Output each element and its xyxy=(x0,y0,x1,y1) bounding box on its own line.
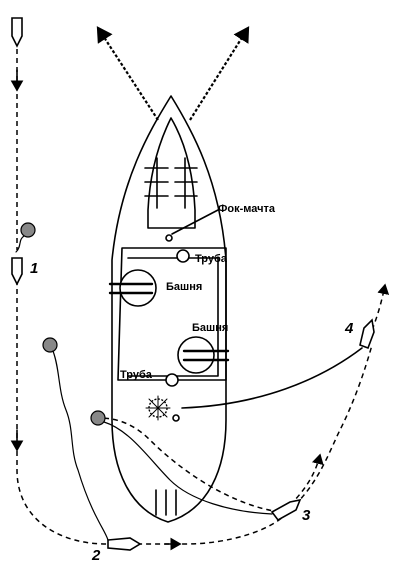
boat-course xyxy=(16,40,286,545)
boat-icon-3 xyxy=(270,498,302,522)
turret-aft-icon xyxy=(177,336,230,374)
aft-mast-icon xyxy=(172,414,180,422)
torpedo-track xyxy=(181,347,363,409)
anchor-chain-left xyxy=(96,26,159,121)
label-turret-aft: Башня xyxy=(192,322,228,334)
label-foremast: Фок-мачта xyxy=(218,203,276,215)
torpedo-track-dashed xyxy=(99,417,281,513)
position-3: 3 xyxy=(302,507,311,524)
label-funnel-aft: Труба xyxy=(120,369,153,381)
superstructure-outline xyxy=(117,247,227,381)
label-turret-fore: Башня xyxy=(166,281,202,293)
boat-icon-1 xyxy=(11,257,23,286)
boat-course-turn xyxy=(294,344,373,506)
funnel-fore-icon xyxy=(176,249,190,263)
position-4: 4 xyxy=(344,320,354,337)
funnel-aft-icon xyxy=(165,373,179,387)
foremast-pointer xyxy=(171,209,219,235)
anchor-chain-right xyxy=(189,26,250,121)
turret-fore-icon xyxy=(108,269,157,307)
mine-icon-3 xyxy=(90,410,273,515)
stern-detail xyxy=(155,489,177,516)
explosion-icon xyxy=(145,395,171,421)
mine-icon-1 xyxy=(15,222,36,253)
boat-course-mid xyxy=(289,453,324,506)
boat-icon-4 xyxy=(359,318,375,350)
mine-icon-2 xyxy=(42,337,109,541)
position-2: 2 xyxy=(91,547,101,564)
boat-course-exit xyxy=(371,283,390,331)
bow-deck xyxy=(147,117,196,229)
ship-hull xyxy=(111,95,227,523)
position-1: 1 xyxy=(30,260,38,277)
label-funnel-fore: Труба xyxy=(195,253,228,265)
boat-icon-2 xyxy=(107,537,142,551)
boat-icon-top xyxy=(11,17,23,48)
bow-hatches xyxy=(144,157,198,209)
foremast-icon xyxy=(165,234,173,242)
